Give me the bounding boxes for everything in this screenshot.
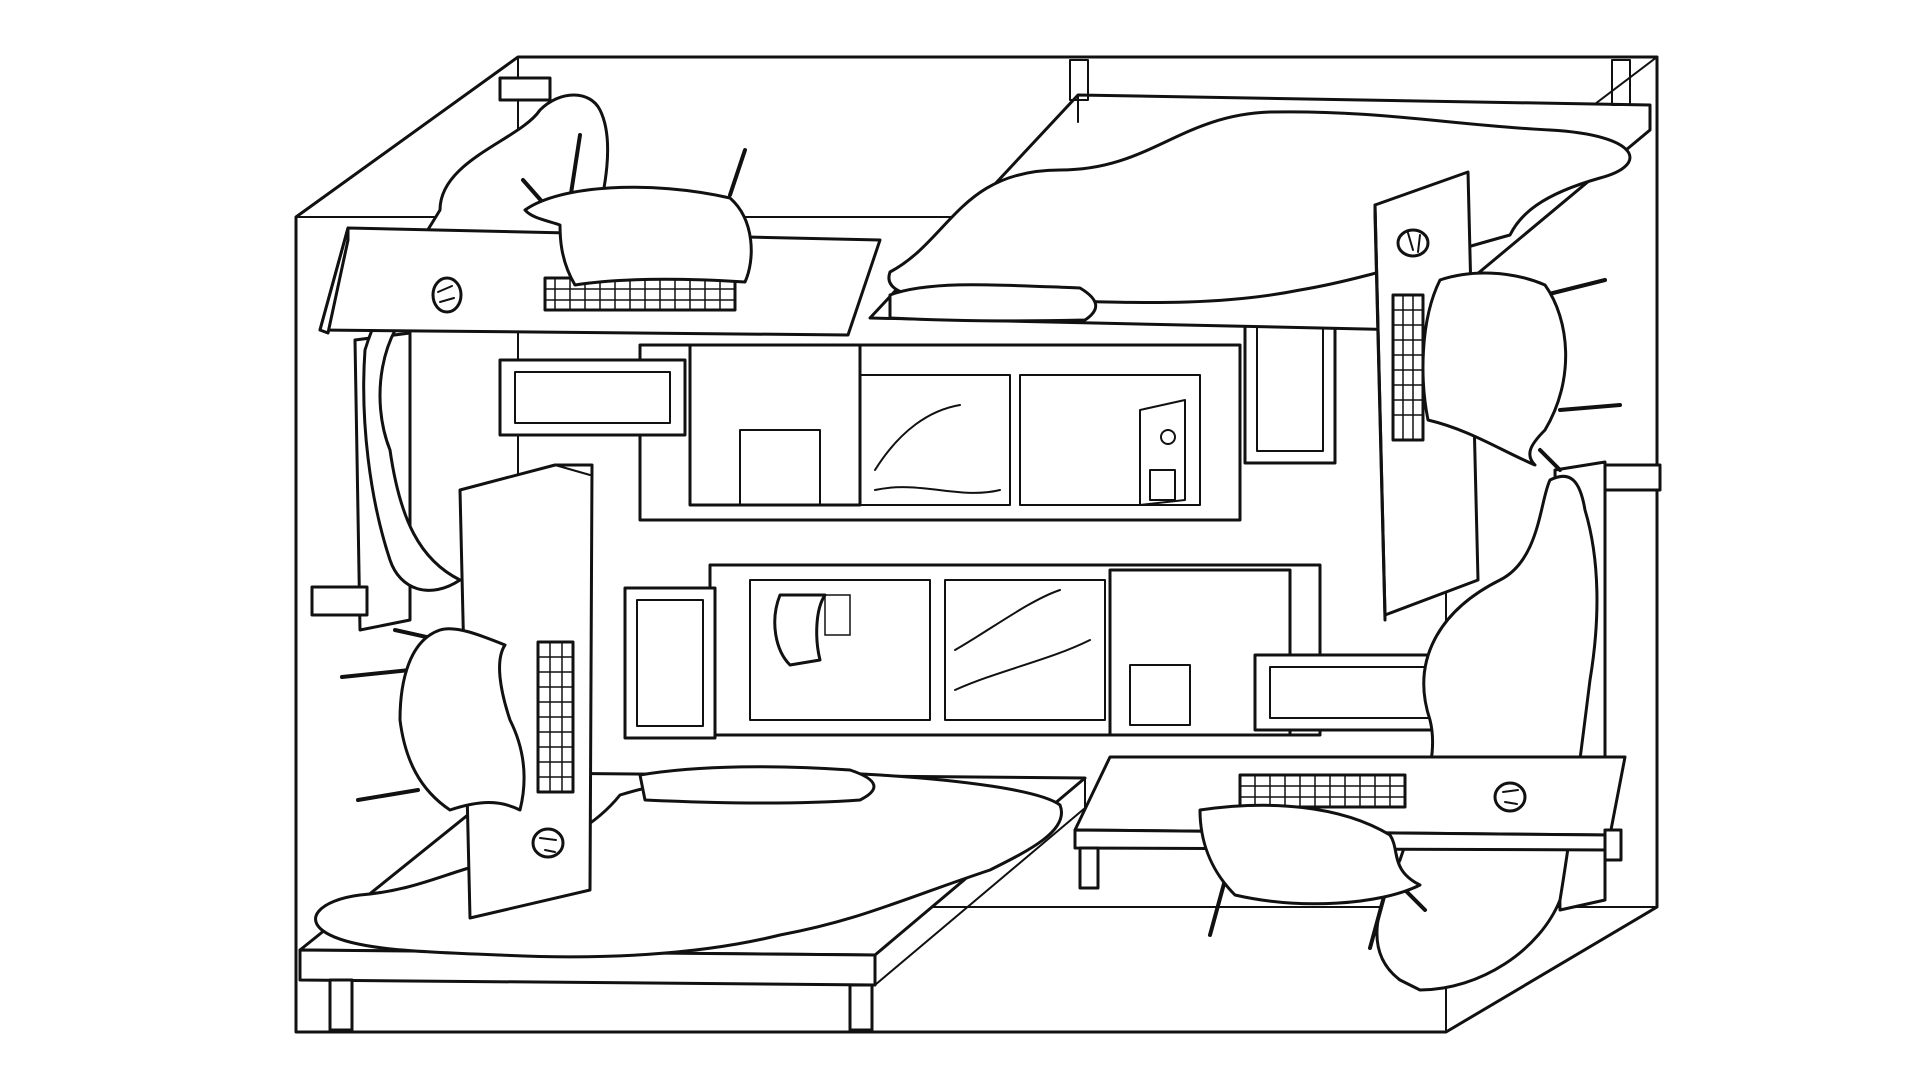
- window-inner-room-top: [688, 343, 862, 507]
- monitor-left: [498, 358, 687, 437]
- bed-top-leg-1: [1611, 59, 1631, 106]
- window-inner-blanket-top: [874, 404, 1001, 494]
- window-inner-chair-top: [1139, 399, 1186, 506]
- keyboard-grid: [1393, 295, 1423, 440]
- bed-left-leg: [310, 585, 369, 617]
- keyboard-grid: [1240, 775, 1405, 807]
- window-inner-chair-bottom: [773, 593, 827, 667]
- monitor-right-top: [1243, 311, 1337, 465]
- desk-bottom-right-leg-2: [1603, 828, 1623, 862]
- keyboard-right: [1391, 293, 1425, 442]
- chair-top-left: [523, 185, 753, 287]
- window-inner-desk-bottom: [1129, 664, 1191, 726]
- keyboard-grid: [538, 642, 573, 792]
- monitor-left-bottom: [623, 586, 717, 740]
- keyboard-grid: [545, 278, 735, 310]
- chair-left: [398, 627, 526, 812]
- chair-leg: [1558, 403, 1622, 412]
- computer-mouse-icon: [1493, 781, 1527, 813]
- window-inner-grid-bottom: [824, 594, 851, 636]
- pillow-top: [888, 283, 1098, 323]
- desk-right-wall: [1373, 170, 1622, 622]
- chair-leg: [568, 133, 582, 202]
- chair-leg: [356, 788, 420, 802]
- computer-mouse-icon: [431, 276, 463, 314]
- chair-leg: [1538, 448, 1562, 472]
- monitor-right: [1253, 653, 1447, 732]
- room-top-left-edge: [295, 56, 519, 218]
- keyboard-bottom-right: [1238, 773, 1407, 809]
- window-pane-bottom-right: [944, 579, 1106, 721]
- chair-leg: [1208, 878, 1227, 937]
- chair-right: [1421, 271, 1568, 467]
- window-inner-grid-top: [1149, 469, 1176, 501]
- desk-left-surface: [458, 463, 594, 920]
- bed-top-leg-2: [1069, 59, 1089, 101]
- desk-top-left: [318, 133, 882, 337]
- window-inner-mouse-top: [1160, 429, 1176, 445]
- bed-bottom-leg-1: [328, 978, 354, 1032]
- pillow-bottom: [638, 765, 876, 805]
- chair-leg: [1543, 278, 1607, 297]
- blanket-top: [887, 110, 1632, 304]
- chair-leg: [728, 148, 747, 197]
- desk-left-wall: [340, 463, 594, 920]
- desk-right-edge: [1373, 203, 1387, 622]
- bed-right-leg: [1603, 463, 1662, 492]
- desk-bottom-right: [1073, 755, 1627, 950]
- room-bottom-right-edge: [1445, 906, 1658, 1033]
- window-group-bottom: [708, 563, 1322, 737]
- window-inner-desk-top: [739, 429, 821, 506]
- window-pane-top-right: [1019, 374, 1201, 506]
- computer-mouse-icon: [531, 827, 565, 859]
- bed-bottom-leg-2: [848, 983, 874, 1032]
- chair-leg: [340, 668, 412, 679]
- window-group-top: [638, 343, 1242, 522]
- desk-bottom-right-leg: [1078, 846, 1100, 890]
- window-inner-blanket-bottom: [954, 589, 1091, 691]
- bed-left-leg-top: [498, 76, 552, 102]
- desk-top-left-edge: [318, 226, 350, 335]
- window-pane-bottom-left: [749, 579, 931, 721]
- chair-leg: [1368, 891, 1387, 950]
- chair-bottom-right: [1198, 803, 1422, 906]
- computer-mouse-icon: [1396, 228, 1430, 258]
